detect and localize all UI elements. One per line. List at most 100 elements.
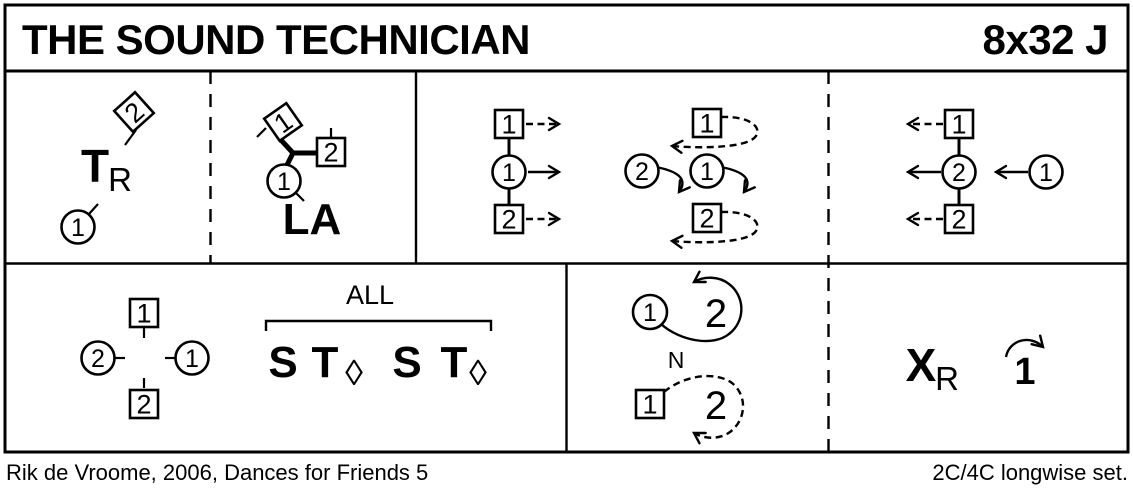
clockwise-arc-arrow-icon [1004,334,1045,358]
man-symbol [315,136,347,168]
facing-tick [88,203,99,215]
dancer-number: 1 [71,214,85,242]
both-hands-diamond-icon: ◊ [345,352,363,393]
dancer-number: 2 [952,159,966,187]
man-2-square: 2 [128,388,160,420]
figure-cast-round: 1 2 N 1 2 [631,270,745,445]
man-1-square: 1 [634,388,666,420]
allemande-label: LA [283,195,342,244]
dancer-number: 2 [323,138,338,168]
dancer-number: 1 [643,299,657,327]
man-symbol [634,388,666,420]
man-symbol [493,108,525,140]
man-symbol [943,203,975,235]
woman-1-circle [174,340,210,376]
dancer-number: 2 [501,205,516,235]
facing-tick [124,129,137,146]
dashed-loop-arrow-icon [669,115,759,155]
both-hands-diamond-icon: ◊ [469,352,487,393]
set-type-text: 2C/4C longwise set. [932,460,1128,485]
woman-2-circle [624,153,660,189]
figure-set-and-turn: ALL S T ◊ S T ◊ [264,280,493,393]
neighbour-label: N [668,347,685,373]
man-2-square: 2 [493,203,525,235]
figure-turn-back: 1 2 1 2 [624,107,759,250]
dancer-number: 1 [700,158,714,186]
figure-lead-left: 1 2 2 1 [905,108,1064,235]
dashed-loop-arrow-icon [663,375,745,445]
man-symbol [128,297,160,329]
cast-count: 1 [1014,351,1035,393]
man-2-square: 2 [691,202,723,234]
title-bar: THE SOUND TECHNICIAN 8x32 J [3,3,1130,73]
man-symbol [112,90,156,134]
man-1-square: 1 [691,107,723,139]
set-symbol: S [392,338,421,387]
man-symbol [128,388,160,420]
diagram-grid [3,69,1130,454]
figure-lead-right: 1 1 2 [491,108,562,235]
solid-loop-arrow-icon [660,270,743,343]
bar-count: 2 [705,292,727,336]
hook-arrow-icon [720,165,756,194]
man-2-square: 2 [315,136,347,168]
figure-turn-right: 2 T R 1 [60,90,156,245]
page-title: THE SOUND TECHNICIAN [22,16,530,63]
figure-cross-cast: X R 1 [906,334,1045,397]
dancer-number: 2 [136,390,151,420]
man-symbol [691,202,723,234]
woman-1-circle [1028,154,1064,190]
repeat-code: 8x32 J [983,16,1108,63]
facing-tick [295,192,305,202]
dancer-number: 1 [642,390,657,420]
allemande-hold-lines [279,138,317,169]
figure-square-set: 1 2 1 2 [80,297,210,420]
over-bracket [264,319,493,331]
turn-hand-sub: R [108,161,132,198]
dancer-number: 1 [136,299,151,329]
figure-allemande: 1 2 1 LA [256,101,347,244]
set-symbol: S [268,338,297,387]
footer: Rik de Vroome, 2006, Dances for Friends … [6,460,1128,485]
man-2-square: 2 [943,203,975,235]
dancer-number: 2 [699,204,714,234]
credit-text: Rik de Vroome, 2006, Dances for Friends … [6,460,428,485]
woman-2-circle [941,154,977,190]
dancer-number: 1 [501,110,516,140]
scope-label: ALL [346,280,394,310]
dancer-number: 1 [502,159,516,187]
man-1-square: 1 [943,108,975,140]
turn-symbol: T [312,338,339,387]
cross-hand-sub: R [935,360,959,397]
dancer-number: 1 [951,110,966,140]
dancer-number: 1 [185,345,199,373]
man-1-square: 1 [128,297,160,329]
dashed-loop-arrow-icon [669,210,759,250]
dancer-number: 1 [1039,159,1053,187]
woman-2-circle [80,340,116,376]
woman-1-circle [491,154,527,190]
man-1-square: 1 [493,108,525,140]
dancer-number: 1 [699,109,714,139]
dancer-number: 1 [277,168,291,196]
turn-symbol: T [81,140,109,192]
man-symbol [943,108,975,140]
man-symbol [691,107,723,139]
woman-1-circle [266,163,302,199]
facing-tick [256,127,267,138]
man-symbol [262,101,304,143]
man-1-rotated-square: 1 [262,101,304,143]
cross-symbol: X [906,339,937,391]
man-2-rotated-square: 2 [112,90,156,134]
hook-arrow-icon [655,165,691,194]
dancer-number: 2 [635,158,649,186]
woman-1-circle [689,153,725,189]
woman-1-circle [631,293,669,331]
man-symbol [493,203,525,235]
bar-count: 2 [705,384,727,428]
turn-symbol: T [441,338,468,387]
woman-1-circle [60,209,96,245]
dancer-number: 2 [951,205,966,235]
